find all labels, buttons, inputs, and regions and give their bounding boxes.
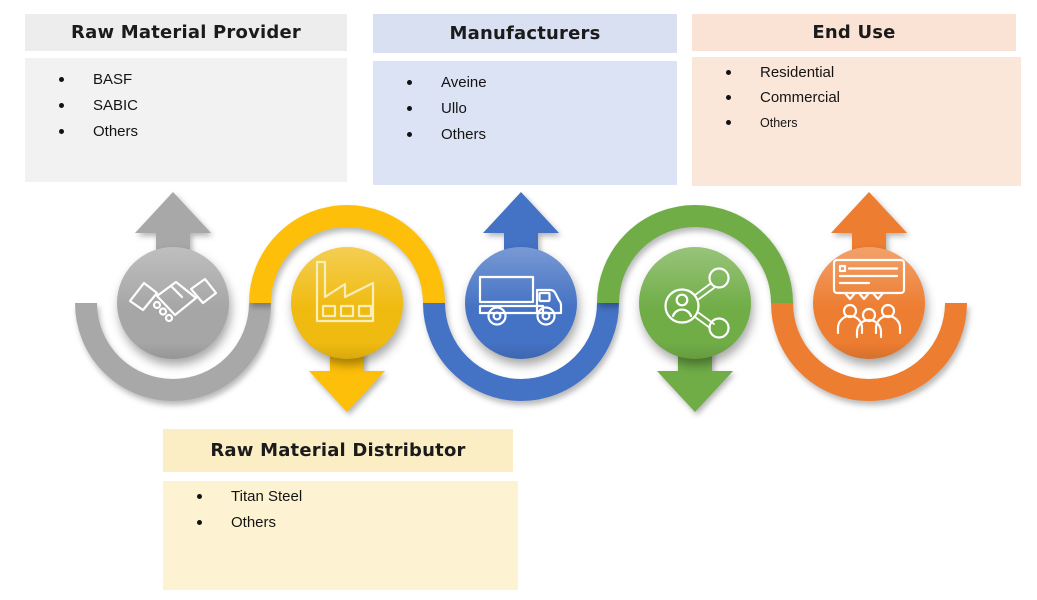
list-item: Ullo <box>373 95 677 121</box>
list-item: Others <box>373 121 677 147</box>
list-item: Titan Steel <box>163 483 518 509</box>
down-arrow <box>657 330 733 412</box>
ribbon-arc-gray <box>75 302 271 401</box>
handshake-icon <box>128 277 218 323</box>
item-label: Others <box>441 125 487 143</box>
item-label: SABIC <box>93 96 139 114</box>
ribbon-arc-blue <box>423 302 619 401</box>
list-item: Others <box>163 509 518 535</box>
bullet-icon <box>407 79 412 85</box>
item-label: Others <box>760 115 798 130</box>
bullet-icon <box>726 95 731 100</box>
list-item: Aveine <box>373 69 677 95</box>
up-arrow <box>831 192 907 275</box>
end-use-title: End Use <box>692 14 1016 51</box>
bullet-icon <box>407 105 412 111</box>
bullet-icon <box>59 128 64 134</box>
circle-sheen <box>291 247 403 359</box>
raw-material-distributor-title: Raw Material Distributor <box>163 429 513 472</box>
bullet-icon <box>59 76 64 82</box>
list-item: Others <box>692 110 1021 135</box>
up-arrow <box>135 192 211 275</box>
share-icon <box>664 267 730 339</box>
down-arrow <box>309 330 385 412</box>
item-label: Titan Steel <box>231 487 303 505</box>
factory-icon <box>315 260 375 323</box>
end-use-list: Residential Commercial Others <box>692 57 1021 186</box>
bullet-icon <box>59 102 64 108</box>
ribbon-arc-orange <box>771 302 967 401</box>
truck-icon <box>478 275 563 326</box>
item-label: Residential <box>760 64 835 81</box>
circle-sheen <box>813 247 925 359</box>
list-item: SABIC <box>25 92 347 118</box>
circle-sheen <box>639 247 751 359</box>
up-arrow <box>483 192 559 275</box>
presentation-icon <box>832 258 906 339</box>
bullet-icon <box>726 120 731 125</box>
ribbon-arc-yellow <box>249 205 445 304</box>
bullet-icon <box>197 493 202 499</box>
bullet-icon <box>197 519 202 525</box>
ribbon-arc-green <box>597 205 793 304</box>
manufacturers-title: Manufacturers <box>373 14 677 53</box>
circle-sheen <box>117 247 229 359</box>
list-item: Others <box>25 118 347 144</box>
item-label: BASF <box>93 70 133 88</box>
list-item: Commercial <box>692 85 1021 110</box>
item-label: Commercial <box>760 89 841 106</box>
bullet-icon <box>726 70 731 75</box>
item-label: Aveine <box>441 73 487 91</box>
list-item: Residential <box>692 60 1021 85</box>
list-item: BASF <box>25 66 347 92</box>
raw-material-distributor-list: Titan Steel Others <box>163 481 518 590</box>
bullet-icon <box>407 131 412 137</box>
item-label: Others <box>231 513 277 531</box>
item-label: Others <box>93 122 139 140</box>
raw-material-provider-list: BASF SABIC Others <box>25 58 347 182</box>
item-label: Ullo <box>441 99 467 117</box>
manufacturers-list: Aveine Ullo Others <box>373 61 677 185</box>
raw-material-provider-title: Raw Material Provider <box>25 14 347 51</box>
